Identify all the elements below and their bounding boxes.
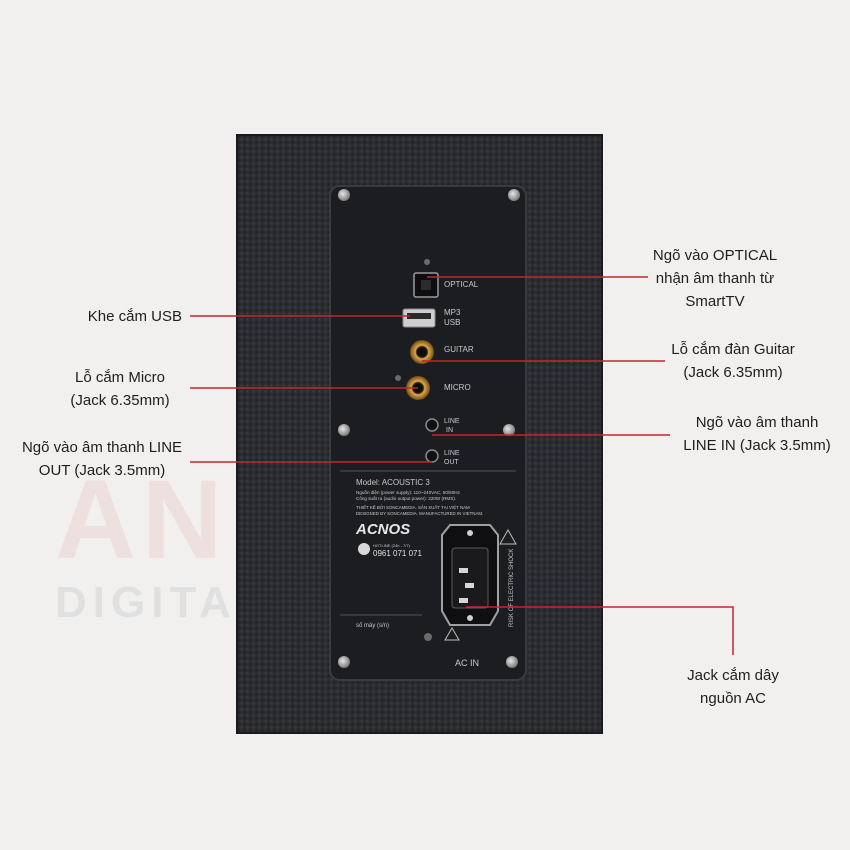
line-out-label-2: OUT (444, 459, 460, 466)
warning-triangle-icon-2 (444, 627, 460, 641)
spec-designed-vi: THIẾT KẾ BỞI SONCAMEDIA. SẢN XUẤT TẠI VI… (356, 505, 470, 510)
callout-line-out: Ngõ vào âm thanh LINE OUT (Jack 3.5mm) (21, 439, 183, 479)
ac-pin (465, 583, 474, 588)
hotline-number: 0961 071 071 (373, 549, 422, 558)
ac-pin (459, 598, 468, 603)
line-in-label-1: LINE (444, 418, 460, 425)
spec-designed-en: DESIGNED BY SONCAMEDIA. MANUFACTURED IN … (356, 511, 483, 516)
mp3-label: MP3 (444, 308, 461, 317)
callout-line-in: Ngõ vào âm thanh LINE IN (Jack 3.5mm) (683, 414, 831, 454)
leader-lines (190, 276, 734, 655)
callout-guitar: Lỗ cắm đàn Guitar (Jack 6.35mm) (671, 341, 795, 381)
callout-usb: Khe cắm USB (87, 308, 182, 325)
spec-power-supply: Nguồn điện (power supply): 110~240VAC, 5… (356, 490, 461, 495)
warning-triangle-icon (499, 528, 517, 545)
guitar-label: GUITAR (444, 345, 474, 354)
phone-icon (358, 543, 370, 555)
panel-screws (338, 189, 520, 668)
line-out-label-1: LINE (444, 450, 460, 457)
line-in-jack (425, 418, 439, 432)
brand-logo-text: ACNOS (355, 521, 410, 538)
callout-optical: Ngõ vào OPTICAL nhận âm thanh từ SmartTV (652, 247, 778, 310)
micro-label: MICRO (444, 383, 471, 392)
leader-line-ac (466, 606, 734, 655)
serial-label: số máy (s/n) (356, 623, 389, 629)
hotline-caption: HOTLINE (24h - 7/7) (373, 543, 411, 548)
shock-warning-text: RISK OF ELECTRIC SHOCK (509, 549, 515, 627)
line-out-jack (425, 449, 439, 463)
model-text: Model: ACOUSTIC 3 (356, 478, 430, 487)
callout-micro: Lỗ cắm Micro (Jack 6.35mm) (70, 369, 170, 409)
optical-label: OPTICAL (444, 280, 479, 289)
usb-label: USB (444, 318, 460, 327)
ac-in-label: AC IN (455, 658, 479, 668)
line-in-label-2: IN (446, 427, 453, 434)
spec-output-power: Công suất ra (audio output power): 220W … (356, 496, 456, 501)
callout-ac: Jack cắm dây nguồn AC (687, 667, 779, 707)
ac-pin (459, 568, 468, 573)
